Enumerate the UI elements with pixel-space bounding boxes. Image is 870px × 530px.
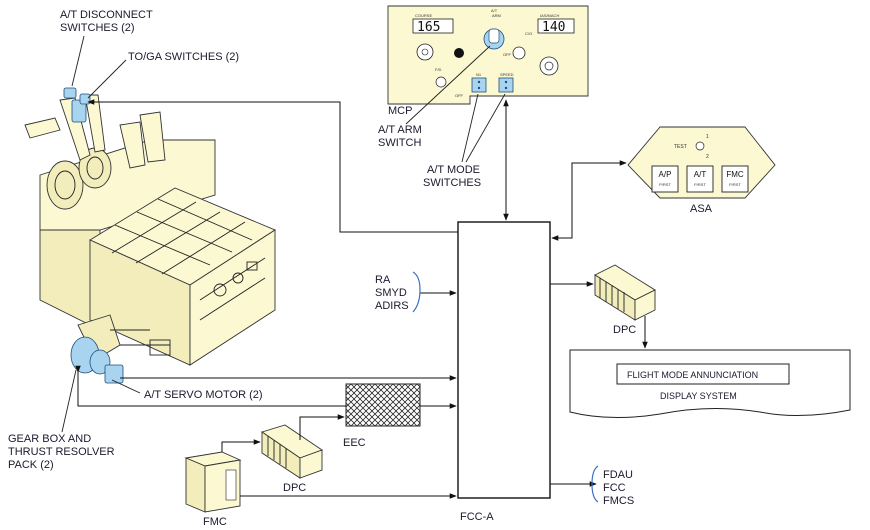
mcp-speed-value: 140: [542, 20, 565, 35]
fmc-label: FMC: [203, 516, 227, 528]
dpc-right-illustration: [594, 264, 656, 321]
asa-panel: TEST 1 2 A/P P/RST A/T P/RST FMC P/RST: [627, 126, 776, 199]
fd-switch[interactable]: [435, 76, 447, 88]
inputs-brace: [412, 271, 421, 313]
asa-pos2-label: 2: [706, 154, 709, 160]
at-mode-label-2: SWITCHES: [423, 177, 481, 189]
fcc-a-label: FCC-A: [460, 511, 494, 523]
eec-box: [345, 383, 421, 427]
fmc-illustration: [184, 451, 242, 513]
asa-button-1[interactable]: [651, 165, 679, 193]
dpc-bottom-illustration: [260, 424, 323, 479]
gearbox-label-1: GEAR BOX AND: [8, 433, 91, 445]
adirs-label: ADIRS: [375, 300, 409, 312]
asa-button-label: A/T: [694, 170, 707, 179]
mcp-label: MCP: [388, 105, 412, 117]
at-mode-label-1: A/T MODE: [427, 164, 480, 176]
mcp-at-label: A/T: [491, 8, 498, 13]
n1-mode-switch[interactable]: [471, 77, 487, 93]
smyd-label: SMYD: [375, 287, 407, 299]
gearbox-label-3: PACK (2): [8, 459, 54, 471]
at-arm-label-2: SWITCH: [378, 137, 421, 149]
asa-button-label: A/P: [659, 170, 672, 179]
asa-label: ASA: [690, 203, 713, 215]
display-system-label: DISPLAY SYSTEM: [660, 391, 737, 401]
at-disconnect-label-2: SWITCHES (2): [60, 22, 135, 34]
mcp-course-label: COURSE: [415, 13, 432, 18]
asa-button-sublabel: P/RST: [729, 182, 741, 187]
ra-label: RA: [375, 274, 391, 286]
asa-button-2[interactable]: [686, 165, 714, 193]
co-button[interactable]: [512, 46, 526, 60]
at-arm-indicator-light: [454, 48, 464, 58]
course-knob[interactable]: [416, 43, 434, 61]
fcc-a-box: [457, 221, 551, 499]
asa-button-sublabel: P/RST: [694, 182, 706, 187]
at-servo-label: A/T SERVO MOTOR (2): [144, 389, 263, 401]
mcp-panel: COURSE 165 A/T ARM OFF IAS/MACH 140 C/O …: [387, 5, 589, 105]
asa-test-label: TEST: [674, 144, 687, 150]
mcp-co-label: C/O: [525, 31, 532, 36]
speed-knob[interactable]: [539, 56, 559, 76]
throttle-quadrant-illustration: [24, 87, 276, 384]
mcp-n1-label: N1: [476, 72, 482, 77]
mcp-course-display: [412, 18, 454, 34]
output-fcc-label: FCC: [603, 482, 626, 494]
outputs-brace: [591, 465, 599, 503]
mcp-course-value: 165: [417, 20, 440, 35]
mcp-off-label: OFF: [503, 52, 512, 57]
mcp-fd-label: F/D: [435, 67, 442, 72]
at-arm-label-1: A/T ARM: [378, 124, 422, 136]
asa-test-switch[interactable]: [695, 141, 705, 151]
flight-mode-annunciation-label: FLIGHT MODE ANNUNCIATION: [627, 370, 758, 380]
mcp-speed-label: SPEED: [500, 72, 514, 77]
at-disconnect-label-1: A/T DISCONNECT: [60, 9, 153, 21]
dpc-bottom-label: DPC: [283, 482, 306, 494]
output-fmcs-label: FMCS: [603, 495, 634, 507]
gearbox-label-2: THRUST RESOLVER: [8, 446, 115, 458]
eec-label: EEC: [343, 437, 366, 449]
connection-lines: [61, 35, 648, 499]
flight-mode-annunciation-box: [616, 363, 790, 385]
asa-button-3[interactable]: [721, 165, 749, 193]
dpc-right-label: DPC: [613, 324, 636, 336]
speed-mode-switch[interactable]: [498, 77, 514, 93]
mcp-fd-off-label: OFF: [455, 93, 464, 98]
mcp-arm-label: ARM: [492, 13, 501, 18]
asa-button-label: FMC: [726, 170, 744, 179]
output-fdau-label: FDAU: [603, 469, 633, 481]
asa-button-sublabel: P/RST: [659, 182, 671, 187]
toga-label: TO/GA SWITCHES (2): [128, 51, 239, 63]
mcp-speed-display: [537, 18, 575, 34]
mcp-iasmach-label: IAS/MACH: [540, 13, 559, 18]
asa-pos1-label: 1: [706, 134, 709, 140]
